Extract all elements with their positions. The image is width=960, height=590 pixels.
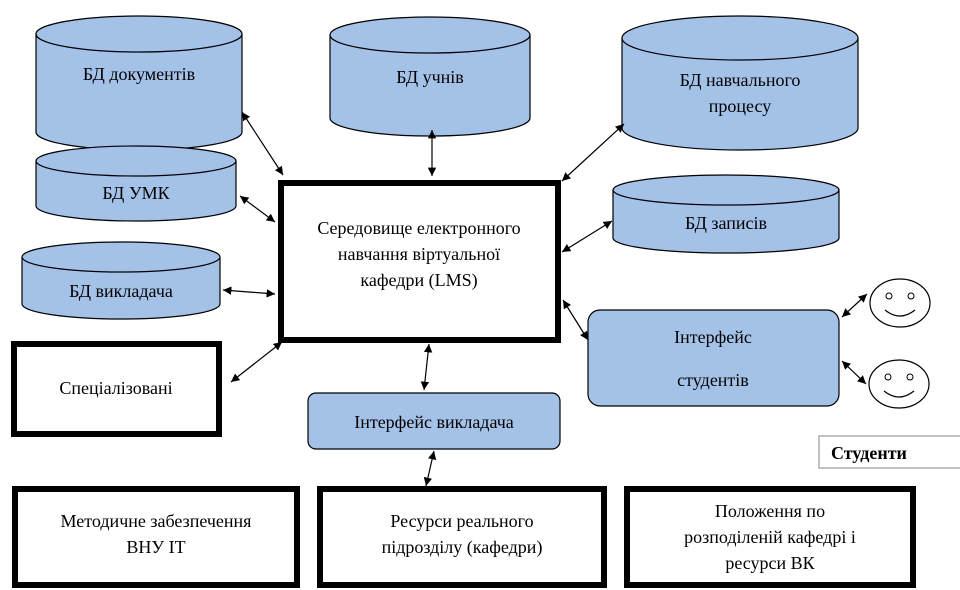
student-interface-box: Інтерфейс студентів xyxy=(587,309,840,407)
teacher-interface-box: Інтерфейс викладача xyxy=(307,392,561,450)
methodical-label-line2: ВНУ ІТ xyxy=(126,537,185,557)
arrow-lms-teacher-interface xyxy=(420,343,433,391)
resources-label-line2: підрозділу (кафедри) xyxy=(382,537,543,558)
real-resources-box: Ресурси реального підрозділу (кафедри) xyxy=(317,486,607,588)
arrow-student-interface-smiley-bottom xyxy=(841,360,867,385)
smiley-face-icon xyxy=(869,278,931,328)
arrow-student-interface-smiley-top xyxy=(841,293,868,318)
specialized-label: Спеціалізовані xyxy=(59,378,172,398)
db-records-label: БД записів xyxy=(685,213,767,233)
student-interface-label-line1: Інтерфейс xyxy=(674,327,752,347)
db-students-label: БД учнів xyxy=(396,67,464,87)
methodical-support-box: Методичне забезпечення ВНУ ІТ xyxy=(12,486,300,588)
db-documents-label: БД документів xyxy=(83,64,195,84)
db-students-cylinder: БД учнів xyxy=(329,16,531,137)
arrow-process-lms xyxy=(561,123,625,182)
methodical-label-line1: Методичне забезпечення xyxy=(61,511,252,531)
arrow-umk-lms xyxy=(239,195,276,223)
teacher-interface-label: Інтерфейс викладача xyxy=(354,412,514,432)
db-teacher-label: БД викладача xyxy=(69,281,173,301)
regulation-box: Положення по розподіленій кафедрі і ресу… xyxy=(624,486,916,588)
arrow-lms-student-interface xyxy=(562,299,589,341)
regulation-label-line2: розподіленій кафедрі і xyxy=(684,527,856,547)
connection-arrows xyxy=(222,111,868,487)
arrow-documents-lms xyxy=(241,111,284,176)
resources-label-line1: Ресурси реального xyxy=(390,511,533,531)
lms-label-line2: навчання віртуальної xyxy=(338,244,500,264)
arrow-specialized-lms xyxy=(230,341,283,383)
students-label: Студенти xyxy=(831,443,907,463)
lms-box: Середовище електронного навчання віртуал… xyxy=(278,180,561,343)
arrow-teacher-interface-resources xyxy=(423,450,437,487)
regulation-label-line1: Положення по xyxy=(715,501,825,521)
db-process-label-line1: БД навчального xyxy=(680,70,801,90)
lms-label-line1: Середовище електронного xyxy=(317,218,520,238)
db-teacher-cylinder: БД викладача xyxy=(21,241,221,320)
arrow-teacher-db-lms xyxy=(222,286,276,298)
students-label-box: Студенти xyxy=(818,435,960,469)
db-records-cylinder: БД записів xyxy=(612,174,840,254)
specialized-box: Спеціалізовані xyxy=(11,341,222,437)
student-interface-label-line2: студентів xyxy=(677,370,749,390)
db-process-cylinder: БД навчального процесу xyxy=(621,15,859,151)
db-process-label-line2: процесу xyxy=(709,96,771,116)
smiley-face-icon xyxy=(868,359,930,409)
arrow-records-lms xyxy=(561,220,613,253)
regulation-label-line3: ресурси ВК xyxy=(725,553,815,573)
db-umk-label: БД УМК xyxy=(102,183,170,203)
db-umk-cylinder: БД УМК xyxy=(35,145,237,222)
db-documents-cylinder: БД документів xyxy=(35,15,243,151)
lms-label-line3: кафедри (LMS) xyxy=(360,270,477,291)
